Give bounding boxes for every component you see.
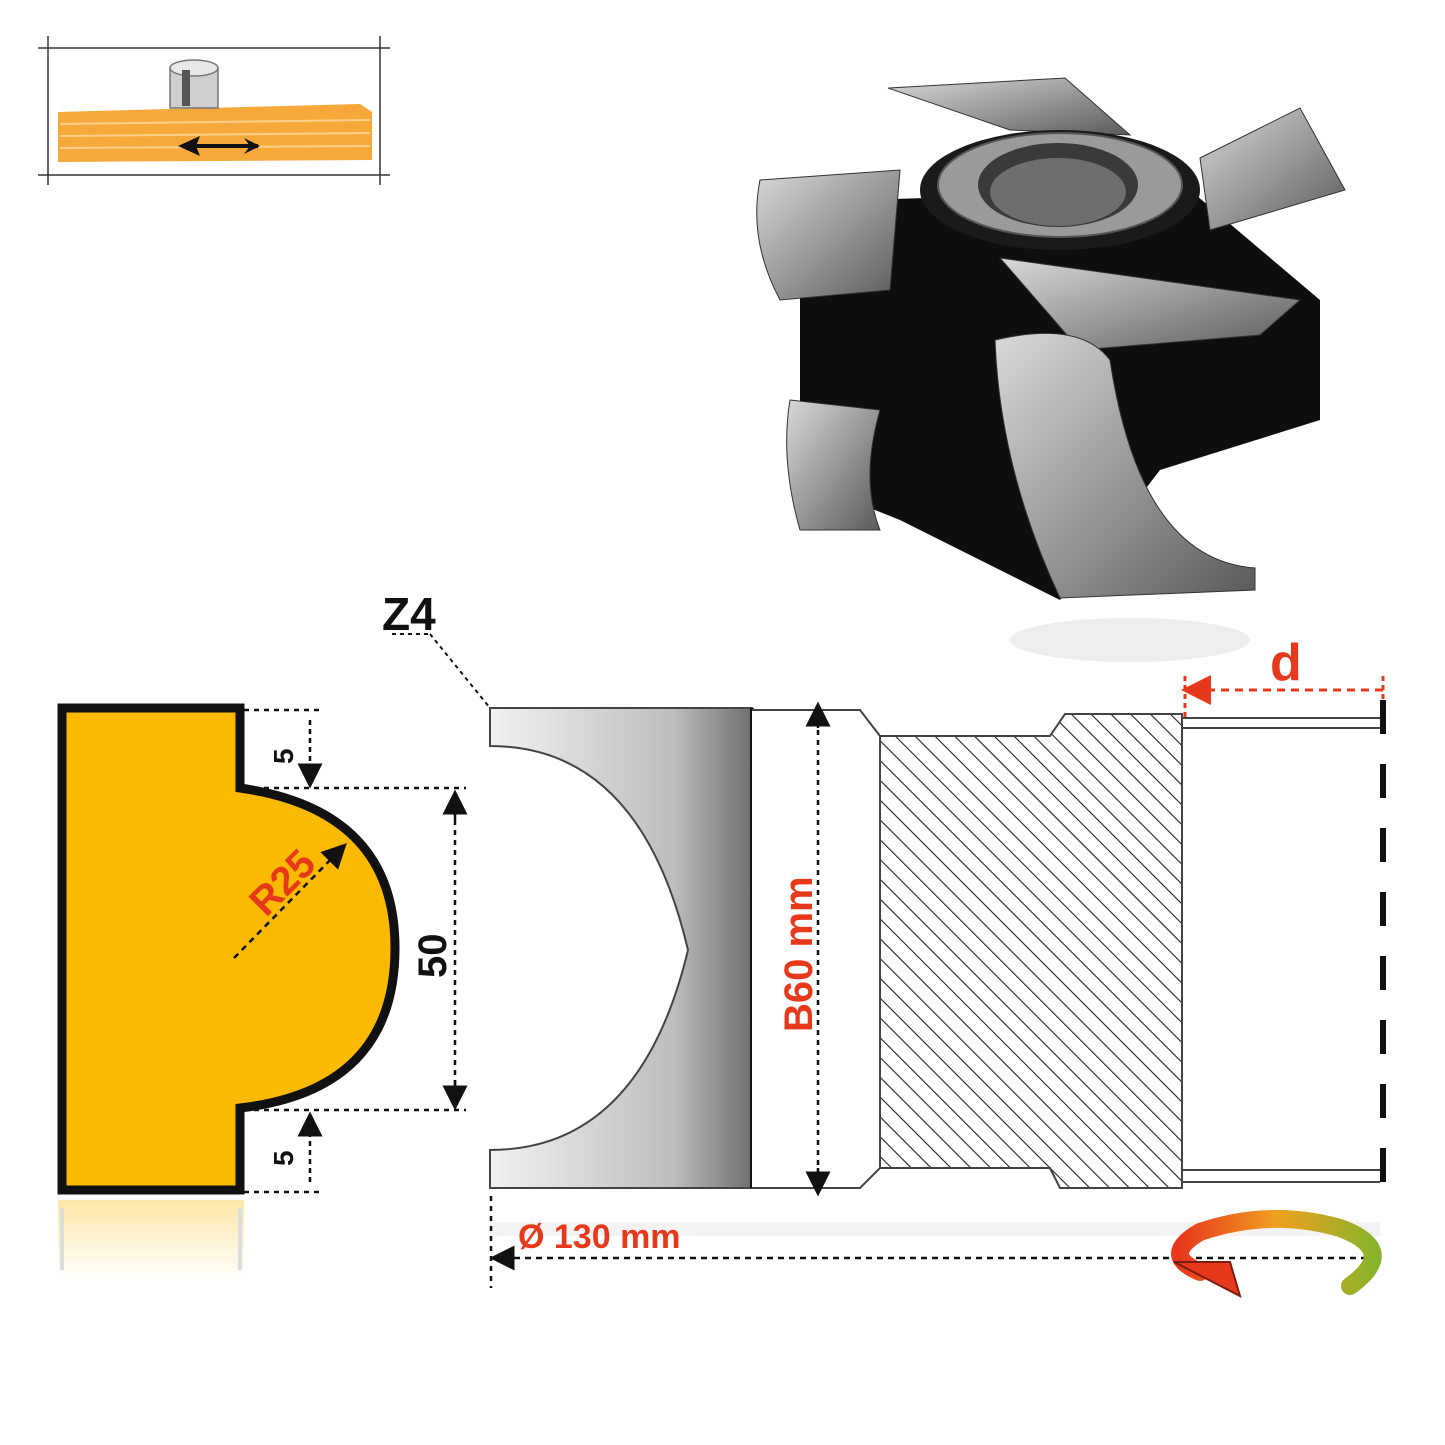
diameter-label: Ø 130 mm [518,1218,681,1256]
bottom-gap-label: 5 [268,1150,299,1166]
cutter-head-icon [756,77,1346,662]
feed-direction-arrow-icon [178,136,260,156]
top-gap-label: 5 [268,748,299,764]
teeth-label: Z4 [382,588,436,640]
bore-label: B60 mm [777,876,821,1032]
teeth-callout: Z4 [382,588,491,709]
rotation-arrow-icon [1171,1209,1382,1298]
depth-dimension: d [1181,634,1385,718]
profile-shape [57,703,400,1280]
feed-illustration [38,36,390,185]
bore-dimension: B60 mm [777,701,831,1197]
profile-height-label: 50 [411,934,455,979]
mini-cutter-icon [169,59,219,109]
tool-cross-section [489,700,1386,1236]
wood-board [58,104,372,162]
depth-label: d [1270,634,1302,692]
diameter-dimension: Ø 130 mm [489,1196,1378,1288]
